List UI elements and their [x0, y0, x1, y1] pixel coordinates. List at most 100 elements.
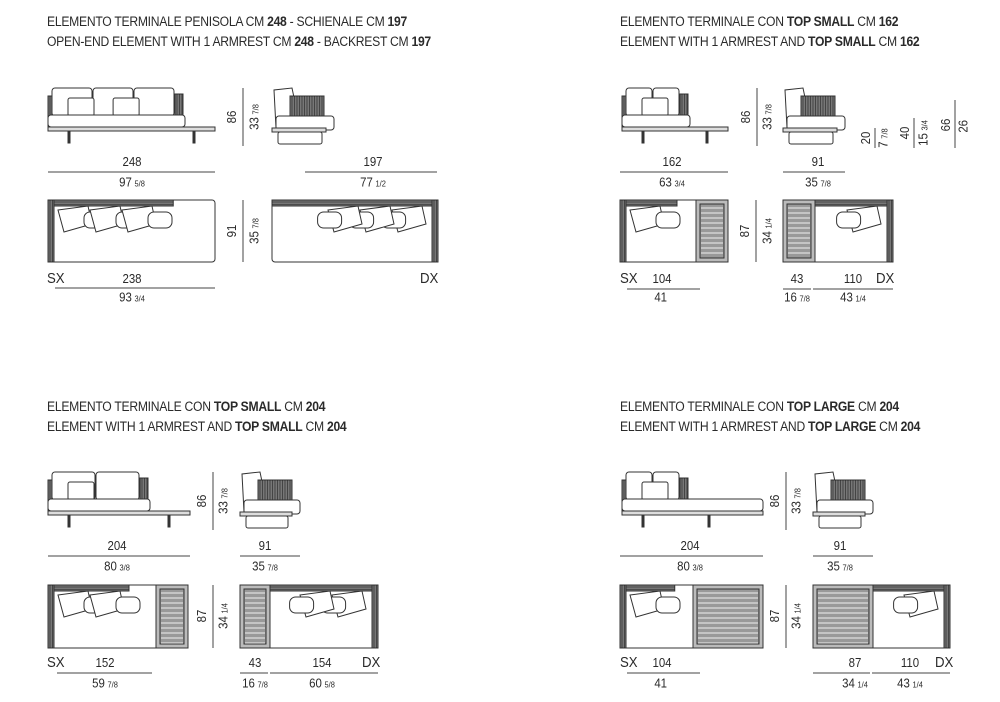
leg — [167, 514, 171, 528]
base-plate — [47, 510, 191, 516]
throw-pillow — [112, 97, 140, 117]
dimension-value: 154 — [312, 655, 332, 670]
wicker-frame — [47, 199, 174, 207]
dimension-b2-cm: 43 — [791, 272, 804, 286]
dimension-fraction: 1/4 — [792, 603, 803, 614]
dimension-dx: DX — [935, 654, 954, 671]
throw-pillow — [289, 596, 315, 614]
dimension-fraction: 7/8 — [792, 488, 803, 499]
throw-pillow — [655, 596, 681, 614]
dimension-h-in: 337/8 — [247, 104, 263, 130]
dimension-value: 26 — [955, 119, 971, 133]
dimension-b1-in: 41 — [654, 676, 669, 692]
dimension-b1-in: 41 — [654, 290, 669, 306]
dimension-w1-cm: 162 — [662, 155, 681, 169]
dimension-value: DX — [935, 654, 954, 671]
dimension-value: 33 — [215, 501, 231, 514]
dimension-value: 35 — [252, 558, 265, 574]
throw-pillow — [893, 596, 919, 614]
table-inset — [243, 588, 267, 645]
dimension-value: 35 — [827, 558, 840, 574]
dimension-w2-cm: 91 — [834, 539, 847, 553]
base — [277, 131, 323, 145]
seat-cushion — [621, 114, 691, 128]
dimension-value: 20 — [858, 131, 873, 145]
dimension-fraction: 7/8 — [267, 562, 278, 573]
dimension-value: 80 — [104, 558, 117, 574]
leg — [707, 514, 711, 528]
leg — [705, 130, 709, 144]
dimension-value: 34 — [842, 675, 855, 691]
dimension-value: SX — [620, 270, 638, 287]
dimension-value: 97 — [119, 174, 132, 190]
wicker-frame — [431, 199, 439, 263]
panel-4-front-view — [621, 471, 764, 528]
base-plate — [47, 126, 216, 132]
dimension-d-in: 357/8 — [247, 218, 263, 244]
dimension-value: 16 — [242, 675, 255, 691]
dimension-value: 35 — [805, 174, 818, 190]
dimension-h-cm: 86 — [224, 111, 239, 124]
panel-3-top-view-dx — [239, 584, 379, 649]
dimension-fraction: 7/8 — [820, 178, 831, 189]
dimension-e2-cm: 40 — [897, 126, 912, 140]
panel-3-front-view — [47, 471, 191, 528]
panel-3-title-en: ELEMENT WITH 1 ARMREST AND TOP SMALL CM … — [47, 419, 347, 434]
dimension-value: 91 — [811, 154, 825, 169]
dimension-value: 15 — [915, 133, 931, 146]
panel-1-side-view — [271, 87, 335, 145]
wicker-frame — [872, 584, 951, 592]
throw-pillow — [641, 97, 669, 117]
base-plate — [271, 127, 327, 133]
panel-2-top-view-dx — [782, 199, 894, 263]
dimension-e3-in: 26 — [955, 117, 972, 133]
dimension-b1-cm: 104 — [652, 272, 671, 286]
dimension-fraction: 7/8 — [842, 562, 853, 573]
wicker-frame — [271, 199, 439, 207]
dimension-fraction: 1/4 — [219, 603, 230, 614]
dimension-w1-cm: 204 — [680, 539, 699, 553]
panel-1-title-en: OPEN-END ELEMENT WITH 1 ARMREST CM 248 -… — [47, 34, 431, 49]
base — [788, 131, 834, 145]
dimension-value: 40 — [897, 126, 912, 140]
dimension-sx: SX — [47, 270, 65, 287]
dimension-value: 59 — [92, 675, 105, 691]
dimension-value: 43 — [248, 655, 262, 670]
dimension-w2-cm: 91 — [812, 155, 825, 169]
leg — [67, 130, 71, 144]
dimension-fraction: 7/8 — [219, 488, 230, 499]
dimension-w1-cm: 248 — [122, 155, 141, 169]
dimension-fraction: 1/4 — [912, 679, 923, 690]
dimension-fraction: 7/8 — [107, 679, 118, 690]
panel-2-top-view-sx — [619, 199, 729, 263]
dimension-value: 43 — [790, 271, 804, 286]
base-plate — [782, 127, 838, 133]
dimension-value: 204 — [680, 538, 700, 553]
dimension-value: SX — [47, 270, 65, 287]
dimension-sx: SX — [620, 270, 638, 287]
wicker-frame — [47, 584, 55, 649]
wicker-frame — [371, 584, 379, 649]
seat-cushion — [47, 498, 151, 512]
wicker-frame — [814, 199, 894, 207]
dimension-e2-in: 153/4 — [915, 120, 932, 146]
dimension-value: 110 — [900, 655, 920, 670]
dimension-dx: DX — [876, 271, 894, 286]
dimension-e1-cm: 20 — [858, 131, 873, 145]
dimension-h-in: 337/8 — [215, 488, 232, 514]
dimension-value: DX — [362, 654, 381, 671]
dimension-b1-cm: 104 — [652, 656, 671, 670]
dimension-value: 7 — [875, 141, 891, 148]
wicker-frame — [943, 584, 951, 649]
dimension-h-in: 337/8 — [760, 104, 776, 130]
leg — [67, 514, 71, 528]
